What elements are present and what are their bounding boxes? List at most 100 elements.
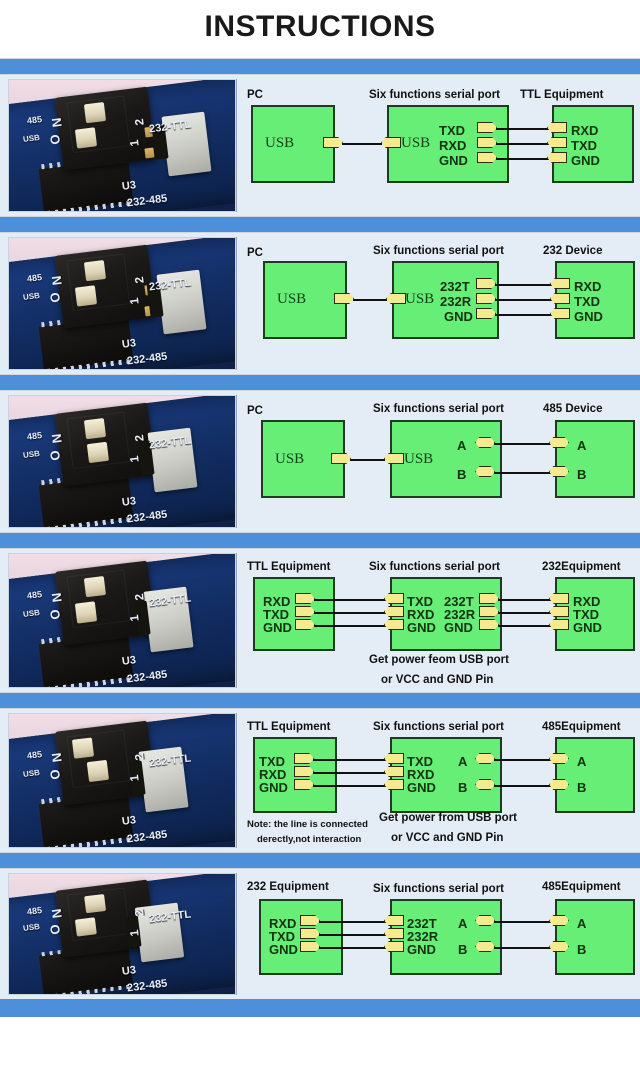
silk-n: N (48, 591, 65, 603)
device-label-gnd: GND (573, 620, 602, 635)
pin-adapter-txd (477, 122, 497, 133)
silk-485: 485 (26, 589, 43, 601)
header-left: PC (247, 89, 263, 101)
pin-ttl-gnd (294, 779, 314, 790)
ttl-label-gnd: GND (259, 780, 288, 795)
device-label-b: B (577, 467, 587, 482)
silk-n: N (48, 751, 65, 763)
silk-u3: U3 (121, 654, 137, 668)
pin-ttl-gnd (295, 619, 315, 630)
pcb-photo-cell: 485 USB N O 2 1 232-TTL U3 232-485 (0, 873, 236, 995)
panel-usb-to-ttl: 485 USB N O 2 1 232-TTL U3 232-485 PC Si… (0, 75, 640, 216)
pcb-photo-cell: 485 USB N O 2 1 232-TTL U3 232-485 (0, 237, 236, 370)
panel-separator-4 (0, 692, 640, 709)
pin-adapter-usb (386, 293, 406, 304)
pin-ttl-rxd (295, 593, 315, 604)
diagram-usb-to-485: PC Six functions serial port 485 Device … (236, 395, 640, 528)
wire-gnd (496, 158, 555, 160)
panel-ttl-to-485: 485 USB N O 2 1 232-TTL U3 232-485 TTL E… (0, 709, 640, 852)
wire-a (494, 759, 557, 761)
wire-ttl-txd (314, 612, 389, 614)
wire-usb (350, 459, 385, 461)
device-label-rxd: RXD (574, 279, 602, 294)
pin-adapter-b (475, 466, 495, 477)
adapter-label-232t: 232T (444, 594, 474, 609)
pcb-photo-cell: 485 USB N O 2 1 232-TTL U3 232-485 (0, 553, 236, 688)
box-device (552, 105, 634, 183)
pin-device-rxd (550, 278, 570, 289)
pcb-photo-cell: 485 USB N O 2 1 232-TTL U3 232-485 (0, 713, 236, 848)
pin-adapter-usb (384, 453, 404, 464)
header-left: TTL Equipment (247, 721, 331, 733)
note-power-line1: Get power from USB port (379, 812, 518, 824)
wire-232t (498, 599, 555, 601)
header-left: PC (247, 405, 263, 417)
pcb-photo: 485 USB N O 2 1 232-TTL U3 232-485 (8, 713, 236, 848)
header-middle: Six functions serial port (373, 721, 504, 733)
pin-device-b (549, 941, 569, 952)
adapter-label-b: B (458, 942, 468, 957)
wire-gnd (319, 947, 389, 949)
pcb-photo: 485 USB N O 2 1 232-TTL U3 232-485 (8, 553, 236, 688)
silk-usb: USB (22, 767, 40, 779)
page-title: INSTRUCTIONS (204, 10, 436, 43)
pin-adapter-usb (381, 137, 401, 148)
pin-adapter-rxd (384, 766, 404, 777)
adapter-label-a: A (458, 754, 468, 769)
header-right: 485Equipment (542, 721, 621, 733)
silk-o: O (46, 923, 63, 936)
header-right: 232 Device (543, 245, 603, 257)
pin-ttl-txd (295, 606, 315, 617)
pin-device-rxd (547, 122, 567, 133)
wire-gnd (495, 314, 557, 316)
adapter-label-b: B (458, 780, 468, 795)
pin-adapter-232t (384, 915, 404, 926)
pin-device-b (549, 466, 569, 477)
silk-usb: USB (22, 290, 40, 302)
pin-dev232-gnd (300, 941, 320, 952)
pin-ttl-txd (294, 753, 314, 764)
pin-device-a (549, 915, 569, 926)
silk-o: O (46, 608, 63, 621)
pin-device-gnd (550, 308, 570, 319)
pin-device-a (549, 437, 569, 448)
device-label-rxd: RXD (573, 594, 601, 609)
ttl-label-rxd: RXD (259, 767, 287, 782)
wire-232r (319, 934, 389, 936)
box-pc (251, 105, 335, 183)
wire-ttl-gnd (314, 625, 389, 627)
adapter-label-gnd: GND (407, 942, 436, 957)
box-pc-label: USB (277, 291, 307, 307)
pin-adapter-gnd (477, 152, 497, 163)
pin-pc-usb (323, 137, 343, 148)
dev232-label-rxd: RXD (269, 916, 297, 931)
pin-adapter-a (475, 915, 495, 926)
note-power-line2: or VCC and GND Pin (391, 832, 504, 844)
adapter-label-232t: 232T (407, 916, 437, 931)
pin-adapter-b (475, 779, 495, 790)
device-label-a: A (577, 438, 587, 453)
device-label-b: B (577, 942, 587, 957)
pin-label-a: A (457, 438, 467, 453)
wire-ttl-gnd (313, 785, 389, 787)
ttl-label-gnd: GND (263, 620, 292, 635)
pin-dev232-txd (300, 928, 320, 939)
adapter-label-txd: TXD (407, 594, 433, 609)
wire-rxd (496, 143, 555, 145)
device-label-b: B (577, 780, 587, 795)
pin-label-b: B (457, 467, 467, 482)
adapter-label-rxd: RXD (407, 607, 435, 622)
wire-txd (496, 128, 555, 130)
diagram-usb-to-ttl: PC Six functions serial port TTL Equipme… (236, 79, 640, 212)
ttl-label-rxd: RXD (263, 594, 291, 609)
silk-o: O (46, 768, 63, 781)
wire-232t (319, 921, 389, 923)
note-side-line2: derectly,not interaction (257, 834, 362, 845)
pin-label-rxd: RXD (439, 138, 467, 153)
box-adapter-label: USB (401, 135, 431, 151)
pin-device-rxd (549, 593, 569, 604)
diagram-ttl-to-232: TTL Equipment Six functions serial port … (236, 553, 640, 688)
box-pc-label: USB (265, 135, 295, 151)
adapter-label-rxd: RXD (407, 767, 435, 782)
silk-usb: USB (22, 448, 40, 460)
